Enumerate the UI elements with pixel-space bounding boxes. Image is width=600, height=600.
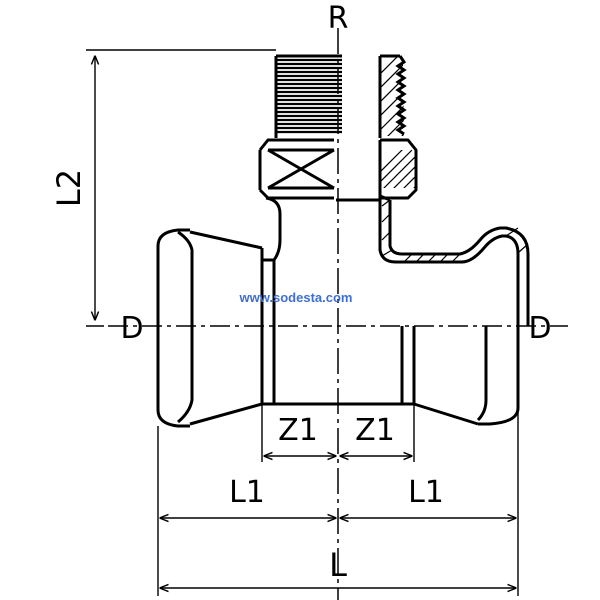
section-wall-hatch: [381, 199, 529, 263]
hex-section-hatch: [380, 150, 416, 188]
label-r: R: [328, 1, 349, 36]
label-l1-right: L1: [408, 475, 444, 510]
label-z1-left: Z1: [278, 413, 318, 448]
external-thread: [276, 58, 342, 134]
label-z1-right: Z1: [355, 413, 395, 448]
tee-body: [156, 196, 520, 428]
l1-dimension: [157, 408, 519, 596]
label-l1-left: L1: [229, 475, 265, 510]
label-d-right: D: [528, 311, 551, 346]
label-l: L: [329, 546, 347, 584]
label-d-left: D: [120, 311, 143, 346]
hex-nut: [258, 138, 418, 200]
z1-dimension: [261, 404, 415, 462]
tee-section-half: [378, 194, 530, 326]
watermark-text: www.sodesta.com: [239, 290, 353, 305]
l2-dimension: [86, 49, 276, 327]
label-l2: L2: [50, 169, 88, 207]
